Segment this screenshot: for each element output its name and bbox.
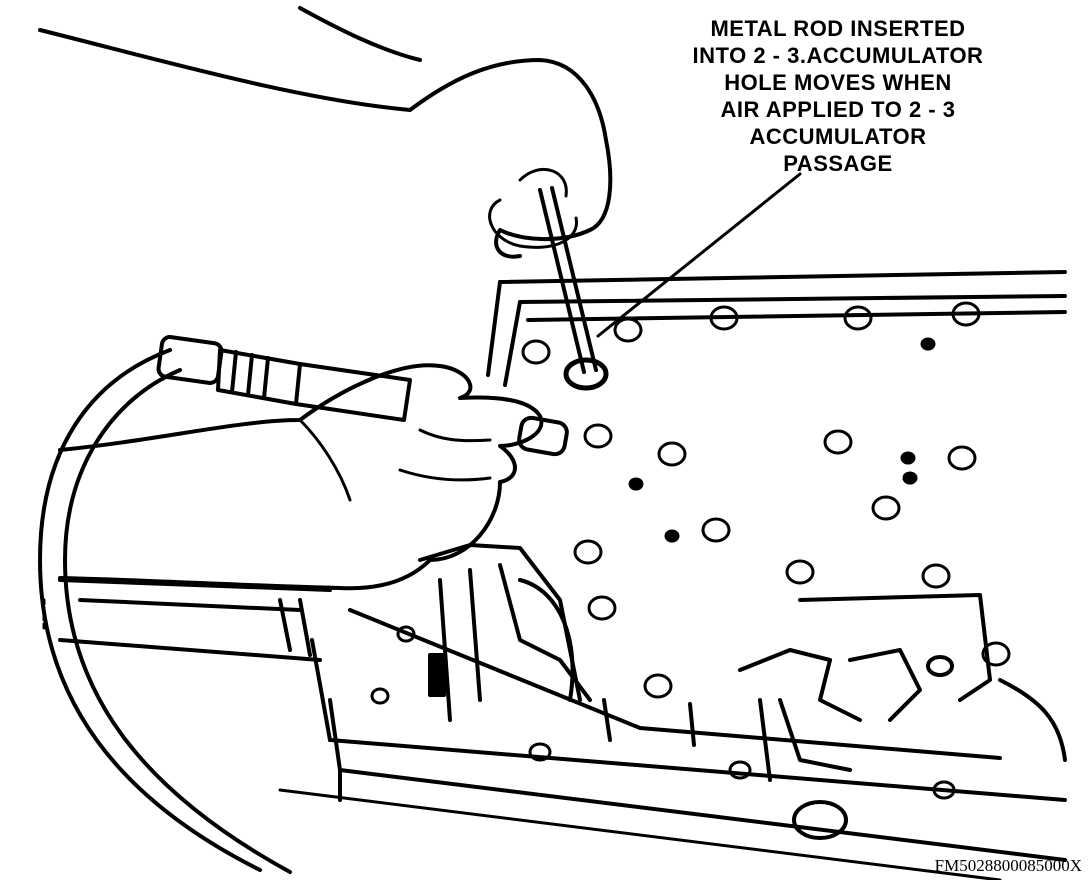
upper-hand (38, 28, 613, 259)
air-hose (38, 348, 332, 874)
callout-label: METAL ROD INSERTED INTO 2 - 3.ACCUMULATO… (658, 16, 1018, 181)
valve-mechanism (418, 543, 1067, 840)
figure-code: FM5028800085000X (934, 856, 1082, 875)
accumulator-hole (563, 357, 609, 391)
callout-line-3: HOLE MOVES WHEN (724, 70, 952, 95)
callout-leader-line (596, 172, 802, 338)
lower-hand (58, 363, 544, 591)
callout-line-5: ACCUMULATOR (749, 124, 927, 149)
valve-body-plate (278, 270, 1067, 880)
passage-holes (370, 301, 1011, 800)
callout-line-6: PASSAGE (783, 151, 893, 176)
callout-line-1: METAL ROD INSERTED (710, 16, 966, 41)
metal-rod-icon (538, 186, 598, 374)
callout-line-4: AIR APPLIED TO 2 - 3 (720, 97, 956, 122)
callout-line-2: INTO 2 - 3.ACCUMULATOR (692, 43, 984, 68)
air-nozzle-icon (156, 335, 569, 457)
